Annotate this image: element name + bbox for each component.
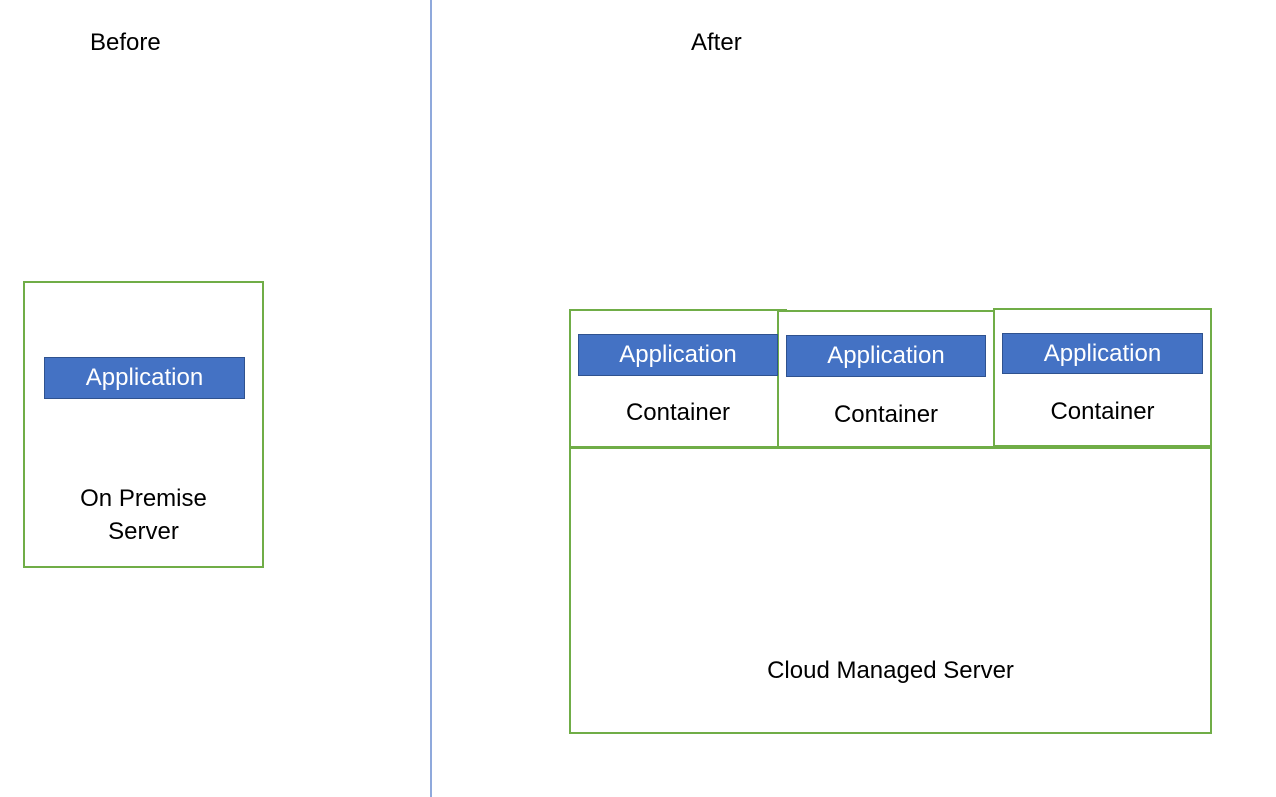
on-premise-server-label: On Premise Server [23, 482, 264, 548]
container-2-label: Container [833, 401, 939, 428]
on-premise-server-label-line2: Server [108, 518, 179, 545]
before-heading: Before [90, 29, 161, 56]
after-heading: After [691, 29, 742, 56]
container-box-2 [777, 310, 995, 448]
container-3-application-block: Application [1002, 333, 1203, 374]
cloud-managed-server-box [569, 447, 1212, 734]
container-box-1 [569, 309, 787, 448]
on-premise-server-box [23, 281, 264, 568]
on-premise-application-block: Application [44, 357, 245, 399]
container-1-label: Container [625, 399, 731, 426]
container-3-label: Container [1050, 398, 1155, 425]
container-box-3 [993, 308, 1212, 447]
container-2-application-block: Application [786, 335, 986, 377]
section-divider [430, 0, 432, 797]
on-premise-server-label-line1: On Premise [80, 485, 207, 512]
cloud-managed-server-label: Cloud Managed Server [767, 657, 1014, 684]
container-1-application-block: Application [578, 334, 778, 376]
